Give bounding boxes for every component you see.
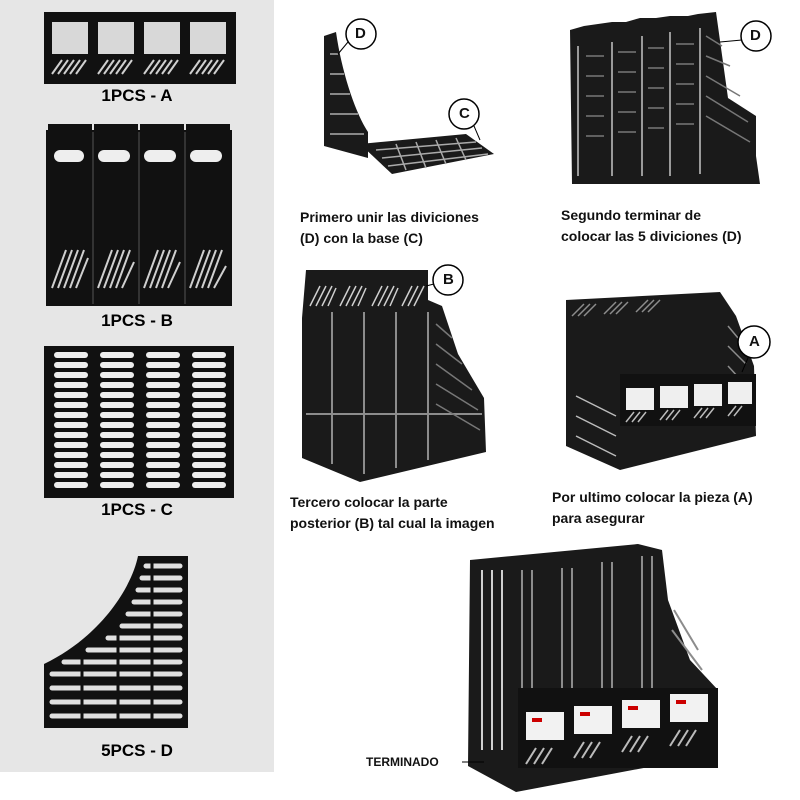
- slot-c: [192, 372, 226, 378]
- slot-c: [192, 352, 226, 358]
- part-d-image: [42, 556, 190, 730]
- slot-c: [192, 392, 226, 398]
- slot-c: [54, 372, 88, 378]
- step-3-caption: Tercero colocar la parte posterior (B) t…: [290, 492, 495, 534]
- slot-c: [146, 452, 180, 458]
- slot-c: [100, 362, 134, 368]
- slot-c: [146, 382, 180, 388]
- slot-c: [146, 462, 180, 468]
- slot-c: [100, 372, 134, 378]
- slot-c: [192, 472, 226, 478]
- slot-c: [100, 452, 134, 458]
- slot-c: [54, 452, 88, 458]
- step-4-caption-line-2: para asegurar: [552, 510, 645, 526]
- step-4-caption-line-1: Por ultimo colocar la pieza (A): [552, 489, 753, 505]
- slot-c: [100, 382, 134, 388]
- step-2-image: D: [560, 6, 778, 190]
- step-3-image: B: [292, 264, 502, 484]
- slot-c: [100, 392, 134, 398]
- slot-c: [54, 412, 88, 418]
- step-3-caption-line-1: Tercero colocar la parte: [290, 494, 448, 510]
- slot-c: [192, 452, 226, 458]
- slot-c: [146, 422, 180, 428]
- step-1-caption: Primero unir las diviciones (D) con la b…: [300, 207, 479, 249]
- slot-c: [146, 372, 180, 378]
- slot-c: [146, 362, 180, 368]
- part-d-label: 5PCS - D: [101, 741, 173, 760]
- slot-c: [192, 432, 226, 438]
- step-4-callout-a: A: [749, 333, 760, 350]
- slot-c: [100, 422, 134, 428]
- finished-image: [462, 540, 734, 796]
- step-2-caption-line-1: Segundo terminar de: [561, 207, 702, 223]
- slot-c: [54, 442, 88, 448]
- slot-c: [100, 472, 134, 478]
- step-2-callout-d: D: [750, 27, 761, 44]
- step-3-callout-b: B: [443, 271, 454, 288]
- step-1-callout-c: C: [459, 105, 470, 122]
- slot-c: [100, 462, 134, 468]
- part-c-image: [44, 346, 234, 498]
- slot-c: [54, 472, 88, 478]
- step-1-callout-d: D: [355, 25, 366, 42]
- slot-c: [54, 432, 88, 438]
- slot-c: [54, 402, 88, 408]
- step-1-caption-line-1: Primero unir las diviciones: [300, 209, 479, 225]
- slot-c: [146, 412, 180, 418]
- slot-c: [54, 352, 88, 358]
- slot-c: [192, 402, 226, 408]
- slot-c: [100, 442, 134, 448]
- slot-c: [146, 442, 180, 448]
- slot-c: [54, 422, 88, 428]
- step-1-caption-line-2: (D) con la base (C): [300, 230, 423, 246]
- slot-c: [54, 382, 88, 388]
- slot-c: [192, 482, 226, 488]
- slot-c: [192, 442, 226, 448]
- slot-c: [146, 392, 180, 398]
- part-a-image: [44, 12, 236, 84]
- slot-c: [100, 352, 134, 358]
- slot-c: [146, 352, 180, 358]
- slot-c: [100, 432, 134, 438]
- slot-c: [146, 432, 180, 438]
- part-c-label: 1PCS - C: [101, 500, 173, 519]
- slot-c: [192, 412, 226, 418]
- slot-c: [54, 362, 88, 368]
- slot-c: [192, 362, 226, 368]
- step-2-caption: Segundo terminar de colocar las 5 divici…: [561, 205, 742, 247]
- finished-label: TERMINADO: [366, 755, 439, 769]
- step-2-caption-line-2: colocar las 5 diviciones (D): [561, 228, 742, 244]
- part-b-image: [44, 124, 234, 306]
- slot-c: [192, 382, 226, 388]
- step-4-image: A: [560, 286, 774, 476]
- slot-c: [146, 482, 180, 488]
- slot-c: [146, 472, 180, 478]
- slot-c: [100, 412, 134, 418]
- part-b-label: 1PCS - B: [101, 311, 173, 330]
- step-1-image: D C: [316, 14, 496, 174]
- slot-c: [146, 402, 180, 408]
- slot-c: [54, 392, 88, 398]
- slot-c: [100, 402, 134, 408]
- slot-c: [192, 462, 226, 468]
- slot-c: [54, 482, 88, 488]
- slot-c: [192, 422, 226, 428]
- slot-c: [54, 462, 88, 468]
- step-3-caption-line-2: posterior (B) tal cual la imagen: [290, 515, 495, 531]
- step-4-caption: Por ultimo colocar la pieza (A) para ase…: [552, 487, 753, 529]
- part-a-label: 1PCS - A: [101, 86, 173, 105]
- slot-c: [100, 482, 134, 488]
